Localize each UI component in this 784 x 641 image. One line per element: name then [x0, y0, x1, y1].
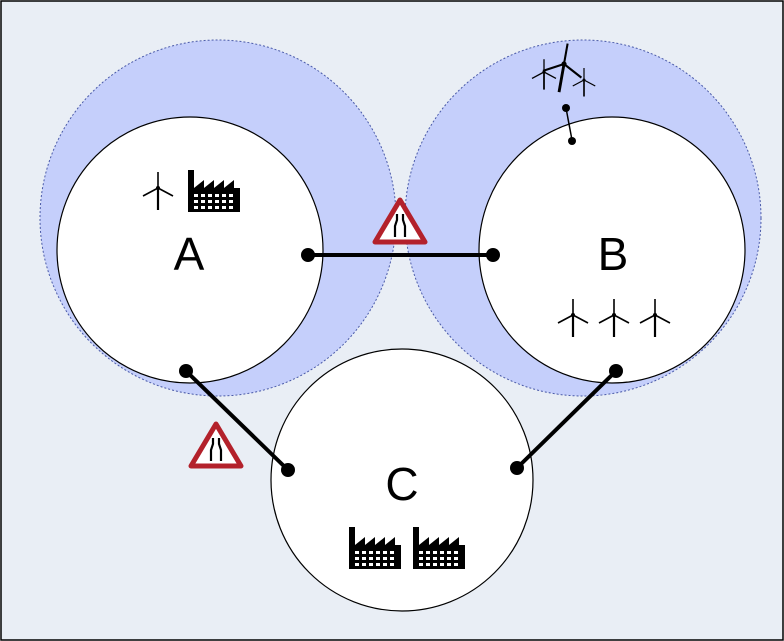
connector-dot — [562, 104, 570, 112]
connector-dot — [486, 248, 500, 262]
wind-farm-link — [565, 107, 573, 141]
node-c-label: C — [385, 458, 418, 510]
connector-dot — [609, 364, 623, 378]
node-a-label: A — [174, 228, 205, 280]
connection-a-c — [184, 369, 290, 472]
connector-dot — [568, 137, 576, 145]
node-c[interactable] — [270, 348, 534, 612]
node-b-label: B — [598, 228, 629, 280]
connector-dot — [301, 248, 315, 262]
node-b[interactable] — [478, 116, 746, 384]
connector-dot — [179, 364, 193, 378]
connection-b-c — [515, 369, 618, 470]
node-a[interactable] — [56, 116, 324, 384]
connector-dot — [281, 463, 295, 477]
connector-dot — [510, 461, 524, 475]
